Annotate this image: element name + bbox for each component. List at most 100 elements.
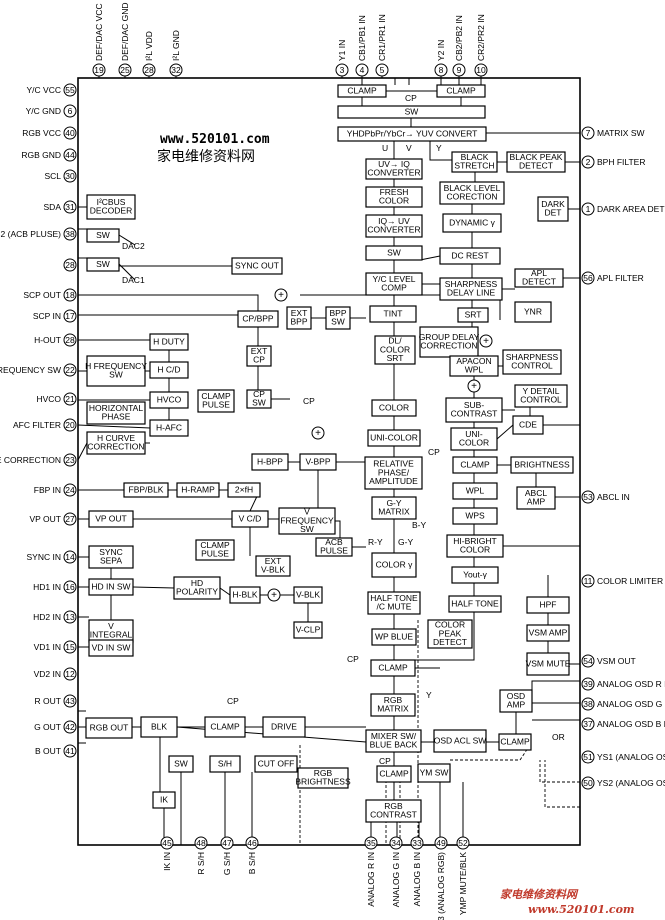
block-dynamic-g: DYNAMIC γ <box>442 213 502 233</box>
block-label: VSM MUTE <box>526 658 571 668</box>
block-sync-out: SYNC OUT <box>231 257 283 275</box>
pin-number: 27 <box>65 514 75 524</box>
block-wp-blue: WP BLUE <box>371 628 417 646</box>
block-label: CORRECTION <box>87 442 144 452</box>
block-label: VD IN SW <box>92 642 131 652</box>
pin-number: 41 <box>65 746 75 756</box>
block-label: RGB OUT <box>90 722 129 732</box>
block-label: DL/ <box>388 336 402 346</box>
pin-number: 22 <box>65 365 75 375</box>
svg-text:+: + <box>315 428 321 439</box>
pin-number: 31 <box>65 202 75 212</box>
pin-label: AFC FILTER <box>13 420 61 430</box>
block-label: EXT <box>291 308 308 318</box>
block-srt: SRT <box>457 307 489 323</box>
block-label: SYNC <box>99 547 123 557</box>
block-label: HVCO <box>157 394 182 404</box>
signal-label-cp6: CP <box>227 696 239 706</box>
block-dc-rest: DC REST <box>439 247 501 265</box>
block-label: SYNC OUT <box>235 260 279 270</box>
block-label: BPP <box>329 308 346 318</box>
pin-number: 23 <box>65 455 75 465</box>
block-vp-out: VP OUT <box>88 510 134 528</box>
pin-number: 56 <box>583 273 593 283</box>
pin-label: ANALOG G IN <box>391 852 401 907</box>
block-label: STRETCH <box>454 161 494 171</box>
block-label: I²CBUS <box>97 197 126 207</box>
block-label: CONTRAST <box>451 409 498 419</box>
pin-number: 19 <box>94 65 104 75</box>
block-label: CLAMP <box>200 540 230 550</box>
summing-node: + <box>311 426 325 440</box>
block-label: HALF TONE <box>451 598 499 608</box>
pin-label: SYNC IN <box>27 552 61 562</box>
svg-text:+: + <box>278 290 284 301</box>
svg-text:+: + <box>271 590 277 601</box>
block-color-gamma: COLOR γ <box>371 552 417 578</box>
block-label: CONTROL <box>511 361 553 371</box>
summing-node: + <box>479 334 493 348</box>
pin-42: 42G OUT <box>34 720 77 734</box>
pin-label: YMP MUTE/BLK <box>458 852 468 915</box>
block-label: H-BPP <box>257 456 283 466</box>
watermark-url: www.520101.com <box>160 132 270 147</box>
summing-node: + <box>267 588 281 602</box>
block-label: TINT <box>384 308 403 318</box>
block-clamp-rgb: CLAMP <box>370 659 416 677</box>
signal-label-dac2: DAC2 <box>122 241 145 251</box>
signal-label-by: B-Y <box>412 520 427 530</box>
block-label: PULSE <box>202 400 230 410</box>
block-label: AMP <box>507 700 526 710</box>
pin-number: 46 <box>247 838 257 848</box>
pin-label: HVCO <box>36 394 61 404</box>
block-hvco: HVCO <box>149 391 189 409</box>
block-label: G-Y <box>386 498 401 508</box>
block-label: BLACK PEAK <box>510 152 563 162</box>
pin-label: CB1/PB1 IN <box>357 15 367 61</box>
pin-label: YS3 (ANALOG RGB) <box>436 852 446 920</box>
pin-label: RGB VCC <box>22 128 61 138</box>
block-label: COLOR <box>379 402 409 412</box>
block-label: CLAMP <box>210 721 240 731</box>
pin-48: 48R S/H <box>194 836 208 875</box>
pin-label: SCL <box>44 171 61 181</box>
block-clamp-y: CLAMP <box>452 456 498 474</box>
block-label: BLK <box>151 721 167 731</box>
signal-label-or: OR <box>552 732 565 742</box>
pin-number: 18 <box>65 290 75 300</box>
block-label: MATRIX <box>377 704 409 714</box>
block-label: DARK <box>541 199 565 209</box>
block-v-cd: V C/D <box>231 510 269 528</box>
pin-label: CB2/PB2 IN <box>454 15 464 61</box>
block-label: SW <box>174 758 188 768</box>
block-clamp1: CLAMP <box>337 84 387 98</box>
pin-label: BPH FILTER <box>597 157 646 167</box>
block-label: CUT OFF <box>258 758 295 768</box>
block-label: AMPLITUDE <box>369 476 418 486</box>
block-label: CLAMP <box>379 768 409 778</box>
block-sw-mid: SW <box>365 245 423 261</box>
block-cde: CDE <box>512 415 544 435</box>
block-ik: IK <box>152 791 176 809</box>
pin-label: VP OUT <box>30 514 62 524</box>
block-label: IQ→ UV <box>378 216 410 226</box>
block-label: DC REST <box>451 250 488 260</box>
block-cp-bpp: CP/BPP <box>237 310 279 328</box>
pin-6: 6Y/C GND <box>26 104 77 118</box>
block-label: V <box>304 507 310 517</box>
pin-number: 28 <box>65 335 75 345</box>
block-label: VSM AMP <box>529 627 568 637</box>
pin-number: 25 <box>120 65 130 75</box>
